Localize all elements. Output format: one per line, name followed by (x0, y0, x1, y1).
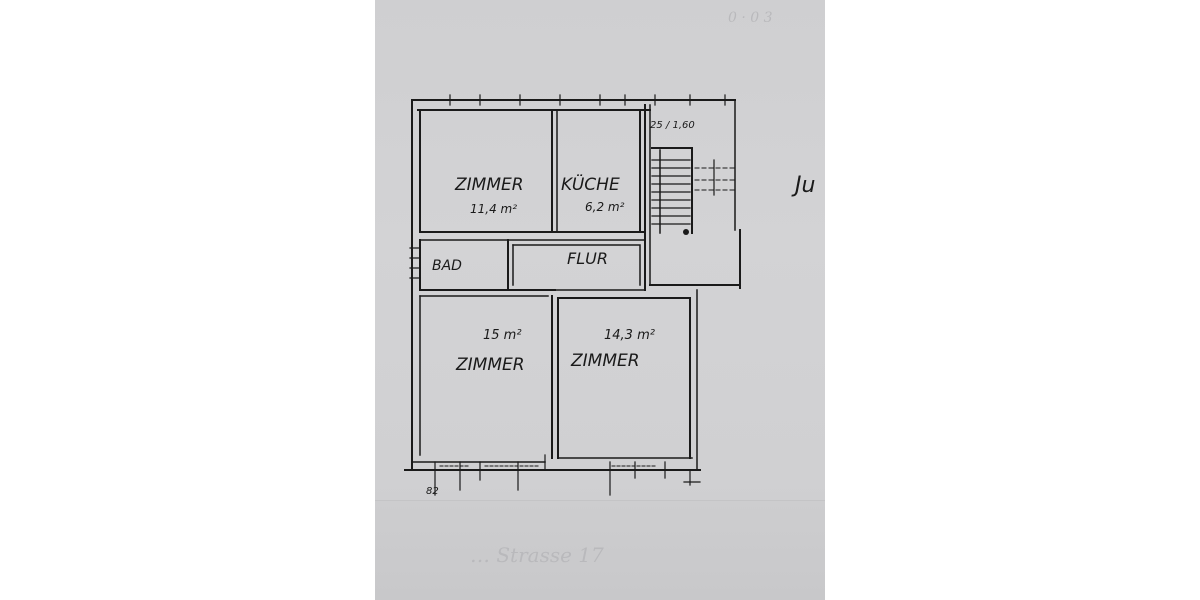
room-label-bad: BAD (432, 258, 462, 274)
top-faint-note: 0 · 0 3 (728, 10, 773, 26)
stair-dimension-note: 25 / 1,60 (650, 120, 695, 131)
room-label-flur: FLUR (567, 249, 608, 268)
floor-plan-drawing (404, 94, 741, 496)
room-area-zimmer-2: 15 m² (483, 328, 522, 343)
paper-fold-band (375, 500, 825, 600)
room-label-zimmer-1: ZIMMER (454, 175, 524, 195)
room-label-zimmer-2: ZIMMER (455, 355, 525, 375)
side-handwritten-note: Ju (791, 173, 815, 198)
bottom-faint-note: … Strasse 17 (470, 543, 604, 567)
room-area-zimmer-1: 11,4 m² (470, 202, 517, 216)
floor-plan-photo: ZIMMER 11,4 m² KÜCHE 6,2 m² BAD FLUR 15 … (375, 0, 825, 600)
plan-labels: ZIMMER 11,4 m² KÜCHE 6,2 m² BAD FLUR 15 … (426, 10, 815, 567)
room-area-zimmer-3: 14,3 m² (604, 328, 655, 343)
room-area-kueche: 6,2 m² (585, 200, 625, 214)
room-label-zimmer-3: ZIMMER (570, 351, 640, 371)
room-label-kueche: KÜCHE (561, 173, 620, 195)
corner-mark: 82 (426, 486, 439, 497)
